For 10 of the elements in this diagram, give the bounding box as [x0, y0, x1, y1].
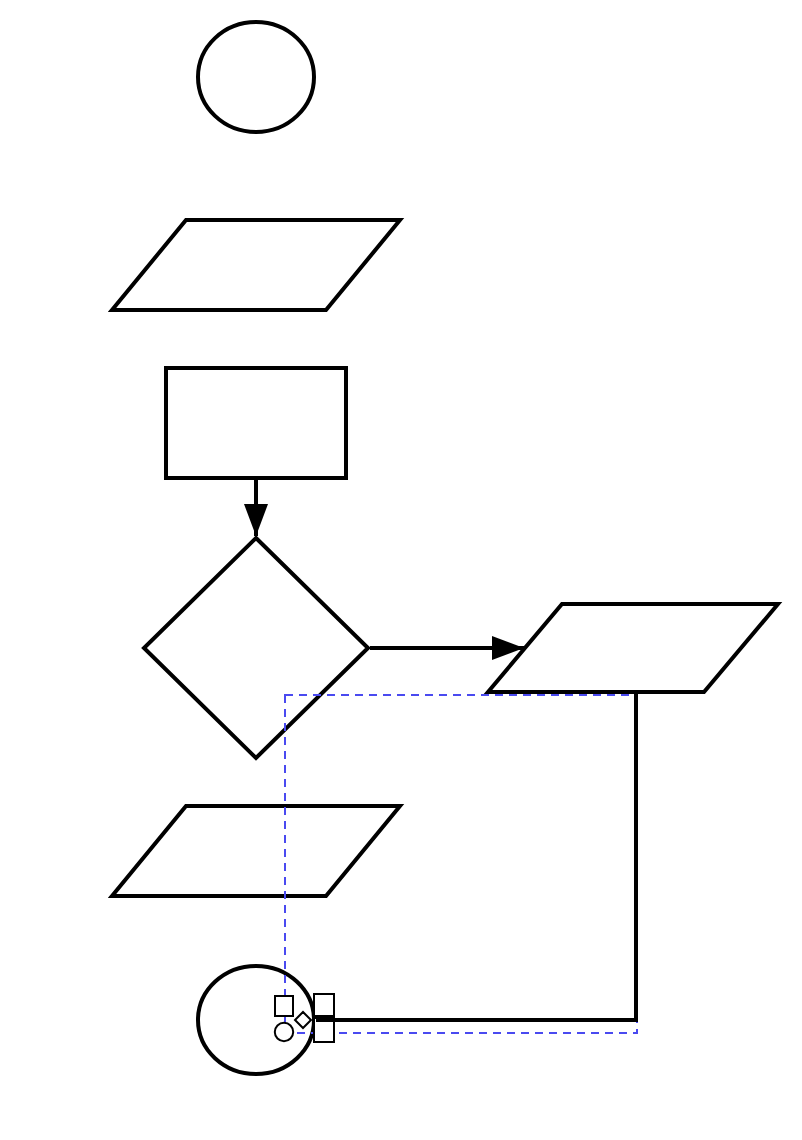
arrow	[370, 636, 524, 660]
process-rectangle	[164, 366, 348, 480]
data-parallelogram	[110, 218, 402, 312]
terminal-circle	[196, 964, 316, 1076]
data-parallelogram	[486, 602, 780, 694]
terminal-circle	[196, 20, 316, 134]
data-parallelogram	[110, 804, 402, 898]
arrow	[244, 480, 268, 536]
decision-diamond	[142, 536, 370, 760]
connector-line	[294, 694, 638, 1029]
